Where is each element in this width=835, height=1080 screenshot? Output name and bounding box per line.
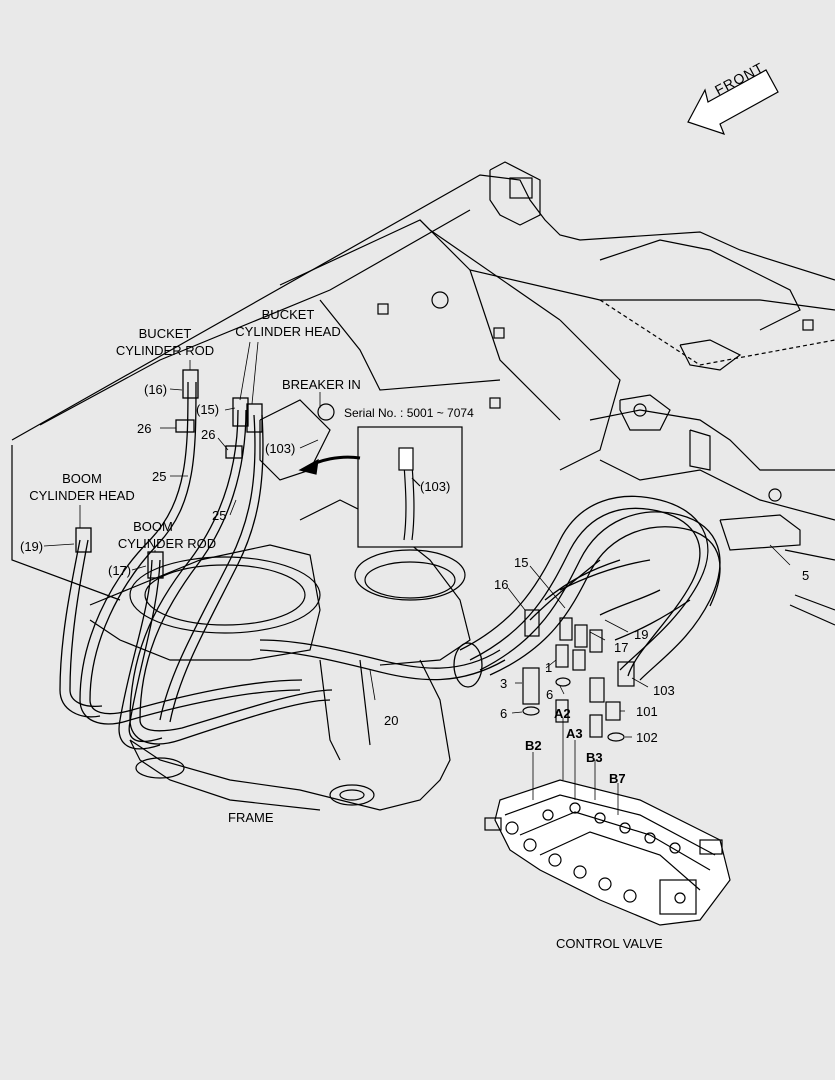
part-17-left: (17) — [108, 563, 132, 578]
part-17: 17 — [614, 640, 629, 655]
boom-cylinder-head-label-1: BOOM — [62, 471, 102, 486]
part-15-left: (15) — [196, 402, 220, 417]
part-16-left: (16) — [144, 382, 168, 397]
part-102: 102 — [636, 730, 658, 745]
port-b3: B3 — [586, 750, 603, 765]
part-25-a: 25 — [152, 469, 167, 484]
control-valve-label: CONTROL VALVE — [556, 936, 663, 951]
boom-cylinder-head-label-2: CYLINDER HEAD — [29, 488, 135, 503]
control-valve-block — [484, 779, 731, 926]
part-15: 15 — [514, 555, 529, 570]
part-25-b: 25 — [212, 508, 227, 523]
part-103-left: (103) — [265, 441, 296, 456]
part-26-b: 26 — [201, 427, 216, 442]
inset-part-103: (103) — [420, 479, 451, 494]
part-3: 3 — [500, 676, 508, 691]
boom-cylinder-rod-label-1: BOOM — [133, 519, 173, 534]
front-arrow-icon — [687, 69, 779, 135]
part-20: 20 — [384, 713, 399, 728]
leader-lines — [43, 341, 791, 815]
right-hose-bundle — [453, 495, 721, 688]
part-16: 16 — [494, 577, 509, 592]
frame-label: FRAME — [228, 810, 274, 825]
breaker-in-label: BREAKER IN — [282, 377, 361, 392]
port-a3: A3 — [566, 726, 583, 741]
serial-number-range: Serial No. : 5001 ~ 7074 — [342, 406, 476, 420]
part-5: 5 — [802, 568, 810, 583]
part-26-a: 26 — [137, 421, 152, 436]
part-6-a: 6 — [500, 706, 508, 721]
part-1: 1 — [545, 660, 553, 675]
bucket-cylinder-rod-label-1: BUCKET — [138, 326, 192, 341]
bucket-cylinder-head-label-2: CYLINDER HEAD — [235, 324, 341, 339]
boom-cylinder-rod-label-2: CYLINDER ROD — [117, 536, 217, 551]
left-hose-bundle — [59, 369, 506, 750]
inset-detail-box — [298, 426, 463, 548]
part-101: 101 — [636, 704, 658, 719]
bucket-cylinder-rod-label-2: CYLINDER ROD — [115, 343, 215, 358]
upper-frame — [11, 161, 835, 626]
port-a2: A2 — [554, 706, 571, 721]
part-19: 19 — [634, 627, 649, 642]
part-103: 103 — [653, 683, 675, 698]
part-19-left: (19) — [20, 539, 44, 554]
port-b7: B7 — [609, 771, 626, 786]
bucket-cylinder-head-label-1: BUCKET — [261, 307, 315, 322]
part-6-b: 6 — [546, 687, 554, 702]
fittings — [522, 609, 635, 742]
port-b2: B2 — [525, 738, 542, 753]
